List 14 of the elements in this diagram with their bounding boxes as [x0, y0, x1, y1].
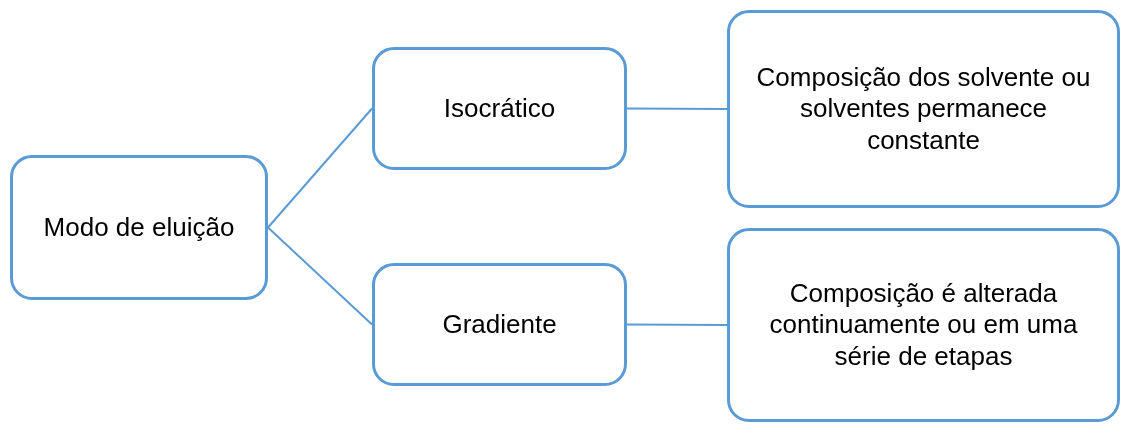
box-label: Isocrático	[443, 92, 556, 125]
process-box	[727, 10, 1120, 208]
process-box	[727, 228, 1120, 422]
connector-line	[626, 323, 728, 326]
box-label: Composição dos solvente ou solventes permanece constante	[755, 62, 1092, 156]
process-box	[10, 155, 268, 300]
connector-line	[626, 107, 728, 110]
process-box	[372, 47, 627, 170]
box-label: Modo de eluição	[43, 211, 235, 244]
box-label: Composição é alterada continuamente ou em uma série de etapas	[768, 278, 1079, 372]
connector-line	[267, 226, 373, 326]
box-label: Gradiente	[442, 308, 557, 341]
connector-line	[267, 107, 373, 229]
process-box	[372, 263, 627, 386]
